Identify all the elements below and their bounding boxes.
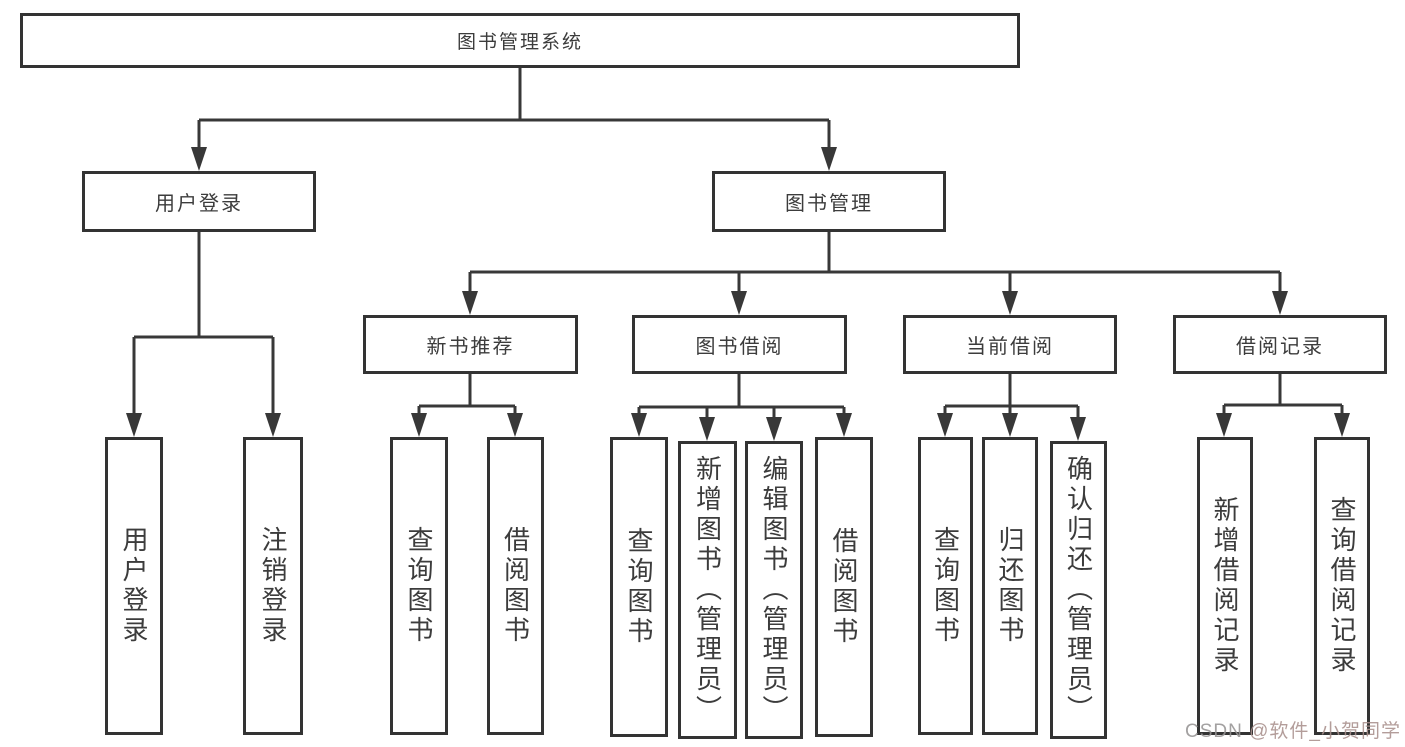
leaf-label: 确认归还（管理员） [1063,455,1094,725]
leaf-label: 用户登录 [119,526,149,646]
leaf-label: 查询图书 [624,527,654,647]
arrow-down-icon [1272,291,1288,315]
leaf-query-books-recommend: 查询图书 [390,437,448,735]
node-borrowing-records: 借阅记录 [1173,315,1387,374]
node-label: 图书借阅 [695,336,784,358]
leaf-label: 新增图书（管理员） [692,455,723,725]
node-label: 图书管理 [785,193,873,215]
leaf-query-borrow-record: 查询借阅记录 [1314,437,1370,735]
leaf-query-books-borrow: 查询图书 [610,437,668,737]
arrow-down-icon [507,413,523,437]
node-current-borrowing: 当前借阅 [903,315,1117,374]
arrow-down-icon [731,291,747,315]
node-user-login: 用户登录 [82,171,316,232]
leaf-user-login: 用户登录 [105,437,163,735]
leaf-label: 查询借阅记录 [1327,496,1357,676]
leaf-label: 编辑图书（管理员） [759,455,789,725]
leaf-label: 查询图书 [930,526,961,646]
leaf-label: 归还图书 [995,526,1025,646]
arrow-down-icon [1216,413,1232,437]
leaf-label: 借阅图书 [829,527,859,647]
leaf-borrow-books: 借阅图书 [815,437,873,737]
node-book-management: 图书管理 [712,171,946,232]
leaf-label: 注销登录 [258,526,288,646]
node-label: 当前借阅 [966,336,1054,358]
connector-current-borrow [943,374,1080,419]
leaf-return-books: 归还图书 [982,437,1038,735]
leaf-borrow-books-recommend: 借阅图书 [487,437,544,735]
arrow-down-icon [126,413,142,437]
connector-new-book [417,374,517,416]
arrow-down-icon [836,413,852,437]
leaf-label: 新增借阅记录 [1210,496,1240,676]
connector-records [1222,374,1344,416]
arrow-down-icon [699,417,715,441]
node-label: 用户登录 [155,193,243,215]
arrow-down-icon [631,413,647,437]
leaf-logout: 注销登录 [243,437,303,735]
node-label: 借阅记录 [1236,336,1324,358]
arrow-down-icon [1002,291,1018,315]
node-book-borrowing: 图书借阅 [632,315,847,374]
arrow-down-icon [462,291,478,315]
leaf-query-books-current: 查询图书 [918,437,973,735]
arrow-down-icon [191,147,207,171]
leaf-edit-books-admin: 编辑图书（管理员） [745,441,803,739]
csdn-watermark: CSDN @软件_小贺同学 [1185,716,1401,743]
connector-book-borrow [637,374,846,419]
arrow-down-icon [1070,417,1086,441]
arrow-down-icon [411,413,427,437]
connector-root [197,68,831,150]
watermark-handle: @软件_小贺同学 [1249,721,1401,742]
arrow-down-icon [821,147,837,171]
node-label: 图书管理系统 [456,32,583,53]
connector-book-mgmt [468,232,1282,294]
arrow-down-icon [1002,413,1018,437]
leaf-add-borrow-record: 新增借阅记录 [1197,437,1253,735]
leaf-label: 查询图书 [404,526,434,646]
leaf-confirm-return-admin: 确认归还（管理员） [1050,441,1107,739]
arrow-down-icon [766,417,782,441]
connector-user-login [132,232,275,416]
arrow-down-icon [1334,413,1350,437]
node-new-book-recommend: 新书推荐 [363,315,578,374]
node-library-management-system: 图书管理系统 [20,13,1020,68]
leaf-add-books-admin: 新增图书（管理员） [678,441,737,739]
watermark-prefix: CSDN [1185,721,1250,742]
leaf-label: 借阅图书 [500,526,531,646]
node-label: 新书推荐 [426,336,515,358]
arrow-down-icon [937,413,953,437]
arrow-down-icon [265,413,281,437]
